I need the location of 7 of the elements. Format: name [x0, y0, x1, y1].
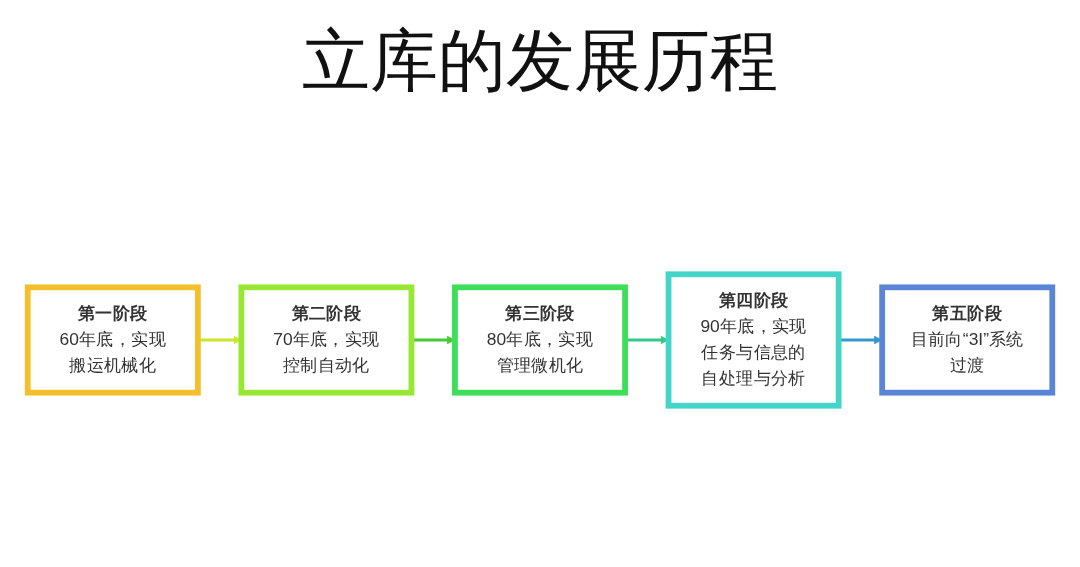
node-box: 第五阶段 目前向“3I”系统过渡 [879, 284, 1056, 396]
node-box: 第一阶段 60年底，实现搬运机械化 [24, 284, 201, 396]
title: 立库的发展历程 [302, 21, 778, 100]
node-box: 第三阶段 80年底，实现管理微机化 [452, 284, 628, 396]
arrow [625, 335, 669, 345]
node-box: 第四阶段 90年底，实现任务与信息的自处理与分析 [665, 271, 842, 409]
node-box: 第二阶段 70年底，实现控制自动化 [238, 284, 415, 396]
